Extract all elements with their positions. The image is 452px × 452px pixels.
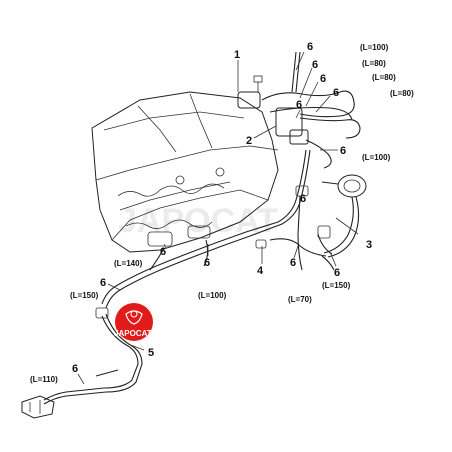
length-label-l80-a: (L=80) <box>362 59 386 68</box>
callout-6-c: 6 <box>320 73 326 85</box>
callout-6-d: 6 <box>333 87 339 99</box>
length-labels: (L=100) (L=80) (L=80) (L=80) (L=100) (L=… <box>30 43 414 384</box>
vacuum-valve-cluster <box>237 51 361 169</box>
callout-6-a: 6 <box>307 41 313 53</box>
logo-red-circle <box>115 303 153 341</box>
length-label-l150-b: (L=150) <box>322 281 351 290</box>
callout-2: 2 <box>246 135 252 147</box>
callout-6-i: 6 <box>334 267 340 279</box>
japocat-logo: JAPOCAT <box>114 303 153 341</box>
vacuum-canister <box>321 174 367 258</box>
callout-6-l: 6 <box>296 99 302 111</box>
callout-6-h: 6 <box>290 257 296 269</box>
length-label-l100-a: (L=100) <box>360 43 389 52</box>
callout-4: 4 <box>257 265 264 277</box>
lower-hose-assembly <box>21 307 143 419</box>
callout-1: 1 <box>234 49 240 61</box>
callout-6-j: 6 <box>100 277 106 289</box>
callout-6-f: 6 <box>160 246 166 258</box>
callout-6-b: 6 <box>312 59 318 71</box>
callout-5: 5 <box>148 347 154 359</box>
callout-6-m: 6 <box>300 193 306 205</box>
hose-l140 <box>149 247 165 271</box>
length-label-l70: (L=70) <box>288 295 312 304</box>
logo-text: JAPOCAT <box>114 329 152 338</box>
engine-block <box>91 91 279 253</box>
hose-l100-lower <box>203 239 209 267</box>
length-label-l110: (L=110) <box>30 375 58 384</box>
length-label-l80-b: (L=80) <box>372 73 396 82</box>
watermark: JAPOCAT <box>118 202 278 240</box>
length-label-l100-c: (L=100) <box>198 291 227 300</box>
main-vacuum-hose <box>101 149 333 309</box>
callout-6-g: 6 <box>204 257 210 269</box>
callout-6-k: 6 <box>72 363 78 375</box>
length-label-l100-b: (L=100) <box>362 153 391 162</box>
callout-6-e: 6 <box>340 145 346 157</box>
length-label-l150-a: (L=150) <box>70 291 99 300</box>
callout-3: 3 <box>366 239 372 251</box>
callout-numbers: 1 2 3 4 5 6 6 6 6 6 6 6 6 6 6 6 6 6 <box>72 41 372 375</box>
hose-l150-right <box>321 255 335 271</box>
leader-lines <box>77 51 359 385</box>
length-label-l80-c: (L=80) <box>390 89 414 98</box>
length-label-l140: (L=140) <box>114 259 143 268</box>
